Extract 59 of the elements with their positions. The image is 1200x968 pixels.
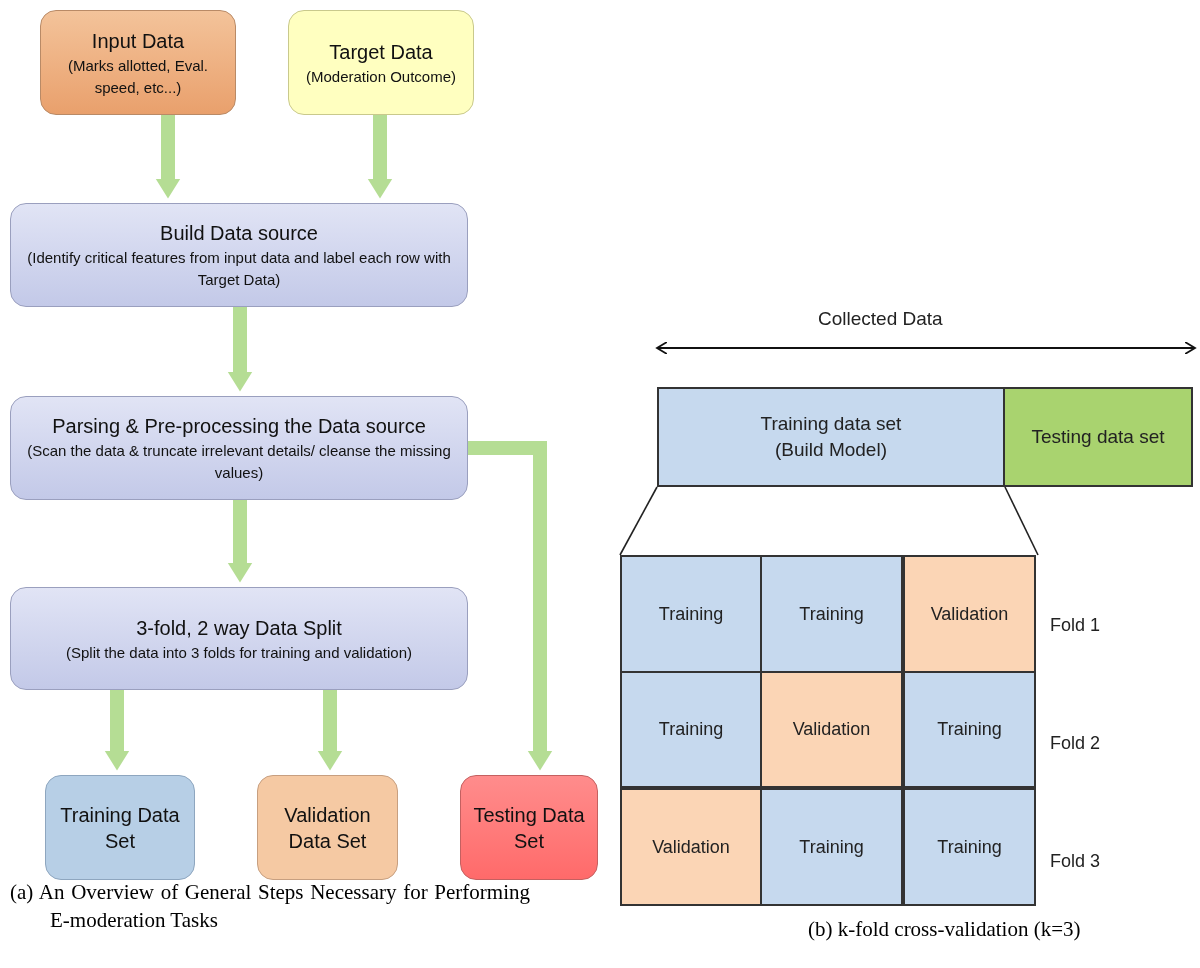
caption: (b) k-fold cross-validation (k=3)	[808, 916, 1081, 943]
box-heading: Training	[799, 835, 864, 859]
output-box	[257, 775, 398, 880]
fold-cell	[903, 788, 1036, 906]
fold-cell	[620, 788, 762, 906]
box-heading: Training Data Set	[59, 802, 181, 854]
box-heading: Validation	[930, 602, 1009, 626]
box-heading: Testing data set	[1031, 425, 1165, 450]
output-box	[460, 775, 598, 880]
fold-cell	[620, 555, 762, 673]
arrow	[227, 500, 253, 583]
box-description: (Identify critical features from input data and label each row with Target Data)	[26, 248, 452, 290]
arrow	[227, 307, 253, 392]
box-description: (Scan the data & truncate irrelevant details/ cleanse the missing values)	[26, 441, 452, 483]
box-heading: Training	[937, 718, 1002, 741]
arrow	[468, 441, 553, 771]
box-heading: Training	[658, 718, 724, 741]
fold-label: Fold 1	[1050, 614, 1101, 637]
box-heading: Validation Data Set	[283, 802, 372, 854]
dimension-label: Collected Data	[818, 307, 943, 331]
data-block	[657, 387, 1005, 487]
fold-cell	[620, 671, 762, 788]
box-heading: Input Data	[91, 28, 185, 54]
box-description: (Moderation Outcome)	[305, 66, 457, 87]
fold-cell	[760, 555, 903, 673]
fold-cell	[903, 671, 1036, 788]
box-heading: Validation	[652, 835, 730, 859]
arrow	[367, 115, 393, 199]
box-heading: Target Data	[329, 39, 433, 65]
arrow	[104, 690, 130, 771]
box-heading: Parsing & Pre-processing the Data source	[52, 414, 426, 440]
arrow	[155, 115, 181, 199]
box-heading: Training	[658, 602, 724, 626]
target-box	[288, 10, 474, 115]
fold-label: Fold 2	[1050, 732, 1101, 755]
box-description: (Build Model)	[775, 438, 887, 462]
box-heading: Validation	[792, 718, 871, 741]
connector-line	[1004, 486, 1039, 556]
box-heading: Testing Data Set	[472, 802, 586, 854]
box-heading: 3-fold, 2 way Data Split	[136, 615, 342, 641]
fold-cell	[760, 671, 903, 788]
output-box	[45, 775, 195, 880]
box-description: (Marks allotted, Eval. speed, etc...)	[66, 55, 209, 98]
data-block	[1005, 387, 1193, 487]
box-heading: Training data set	[760, 412, 902, 437]
process-box	[10, 587, 468, 690]
caption: (a) An Overview of General Steps Necessary for Performing E-moderation Tasks	[10, 879, 530, 935]
fold-label: Fold 3	[1050, 850, 1101, 873]
fold-cell	[903, 555, 1036, 673]
arrow	[317, 690, 343, 771]
box-description: (Split the data into 3 folds for training and validation)	[65, 642, 412, 663]
process-box	[10, 396, 468, 500]
box-heading: Training	[937, 835, 1002, 859]
process-box	[10, 203, 468, 307]
connector-line	[619, 486, 658, 556]
fold-cell	[760, 788, 903, 906]
input-box	[40, 10, 236, 115]
box-heading: Build Data source	[160, 221, 318, 247]
box-heading: Training	[799, 602, 864, 626]
